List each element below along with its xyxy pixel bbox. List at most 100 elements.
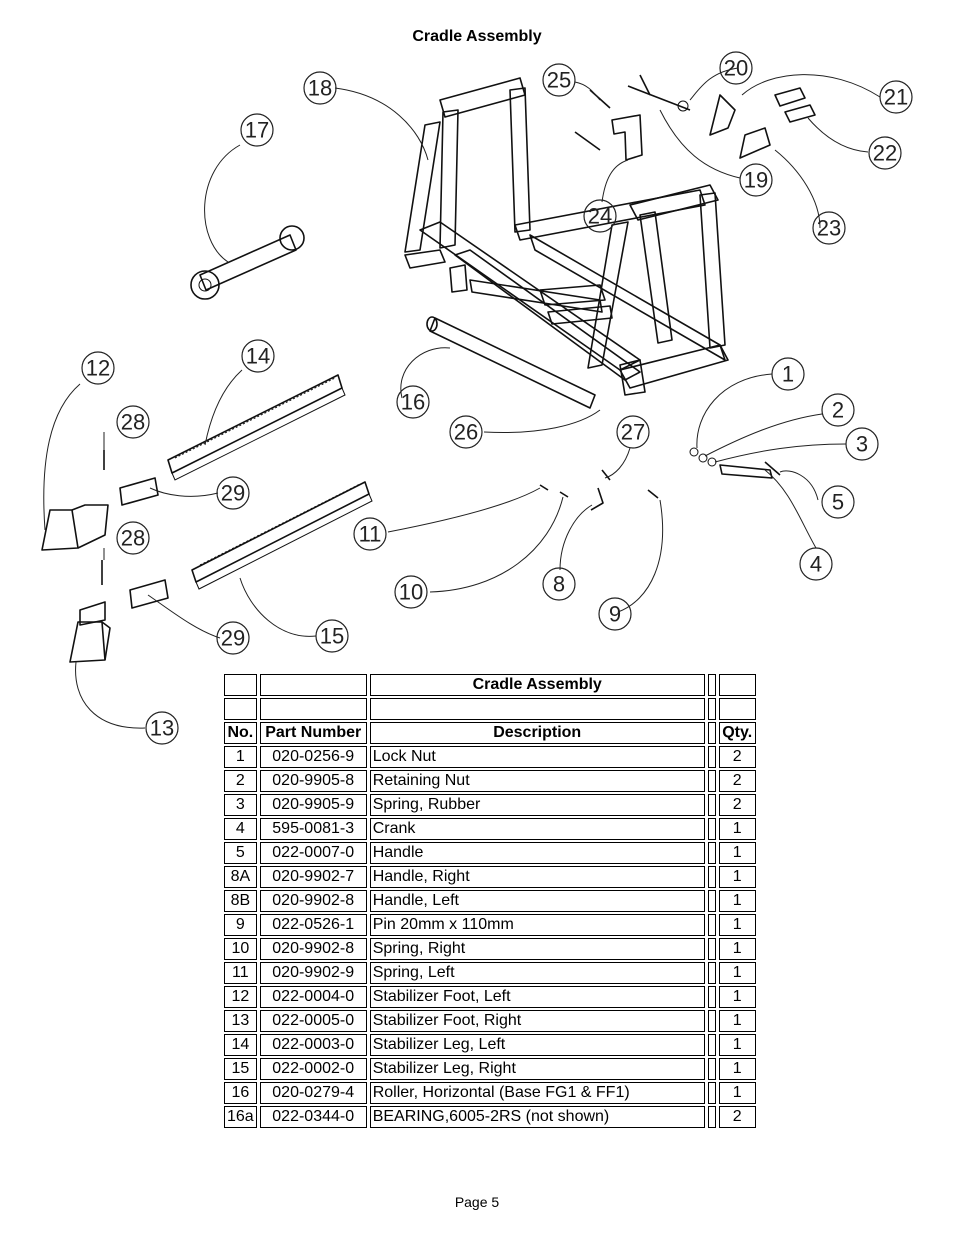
callout-15: 15 — [315, 619, 349, 653]
cell-qty: 1 — [718, 1082, 756, 1104]
leader-lines — [43, 67, 881, 729]
cell-gap — [707, 890, 716, 912]
svg-text:29: 29 — [221, 626, 245, 651]
svg-text:27: 27 — [621, 420, 645, 445]
stabilizer-feet — [41, 504, 111, 663]
cell-description: Lock Nut — [369, 746, 705, 768]
callout-4: 4 — [799, 547, 833, 581]
cell-description: Stabilizer Foot, Right — [369, 1010, 705, 1032]
cell-description: BEARING,6005-2RS (not shown) — [369, 1106, 705, 1128]
cell-description: Spring, Right — [369, 938, 705, 960]
svg-text:28: 28 — [121, 410, 145, 435]
column-header-qty: Qty. — [718, 722, 756, 744]
svg-text:2: 2 — [832, 398, 844, 423]
cell-qty: 1 — [718, 818, 756, 840]
cell-description: Handle — [369, 842, 705, 864]
svg-text:3: 3 — [856, 432, 868, 457]
svg-text:4: 4 — [810, 552, 822, 577]
callout-8: 8 — [542, 567, 576, 601]
callout-29-upper: 29 — [216, 476, 250, 510]
top-right-hardware — [574, 74, 816, 161]
cell-gap — [707, 914, 716, 936]
foot-brackets — [101, 450, 169, 609]
cell-description: Retaining Nut — [369, 770, 705, 792]
callout-28-upper: 28 — [116, 405, 150, 439]
cell-no: 1 — [224, 746, 257, 768]
cell-no: 5 — [224, 842, 257, 864]
cradle-frame — [404, 77, 729, 396]
cell-gap — [707, 794, 716, 816]
svg-text:23: 23 — [817, 216, 841, 241]
callout-9: 9 — [598, 597, 632, 631]
cell-no: 3 — [224, 794, 257, 816]
callout-12: 12 — [81, 351, 115, 385]
cell-qty: 2 — [718, 794, 756, 816]
cell-gap — [707, 818, 716, 840]
svg-text:17: 17 — [245, 118, 269, 143]
cell-part-number: 020-0256-9 — [259, 746, 367, 768]
callout-22: 22 — [868, 136, 902, 170]
cell-no: 13 — [224, 1010, 257, 1032]
cell-part-number: 022-0526-1 — [259, 914, 367, 936]
cell-qty: 2 — [718, 1106, 756, 1128]
cell-description: Roller, Horizontal (Base FG1 & FF1) — [369, 1082, 705, 1104]
cell-description: Handle, Left — [369, 890, 705, 912]
cell-description: Stabilizer Leg, Right — [369, 1058, 705, 1080]
cell-part-number: 022-0344-0 — [259, 1106, 367, 1128]
cell-part-number: 022-0002-0 — [259, 1058, 367, 1080]
cell-qty: 1 — [718, 890, 756, 912]
callout-14: 14 — [241, 339, 275, 373]
cell-no: 16a — [224, 1106, 257, 1128]
cell-qty: 1 — [718, 842, 756, 864]
svg-text:22: 22 — [873, 141, 897, 166]
cell-description: Stabilizer Leg, Left — [369, 1034, 705, 1056]
cell-no: 16 — [224, 1082, 257, 1104]
cell-qty: 1 — [718, 1058, 756, 1080]
cell-gap — [707, 1058, 716, 1080]
svg-text:10: 10 — [399, 580, 423, 605]
page-number: Page 5 — [454, 1194, 500, 1210]
table-blank-row — [224, 698, 756, 720]
cell-part-number: 595-0081-3 — [259, 818, 367, 840]
callout-21: 21 — [879, 80, 913, 114]
svg-text:20: 20 — [724, 56, 748, 81]
svg-text:28: 28 — [121, 526, 145, 551]
svg-text:18: 18 — [308, 76, 332, 101]
stabilizer-leg-left-part — [167, 374, 346, 481]
cell-gap — [707, 746, 716, 768]
column-header-description: Description — [369, 722, 705, 744]
svg-text:14: 14 — [246, 344, 270, 369]
callout-26: 26 — [449, 415, 483, 449]
cell-gap — [707, 986, 716, 1008]
svg-text:5: 5 — [832, 490, 844, 515]
cell-no: 10 — [224, 938, 257, 960]
column-header-part-number: Part Number — [259, 722, 367, 744]
cell-gap — [707, 1010, 716, 1032]
svg-text:16: 16 — [401, 390, 425, 415]
cell-part-number: 020-9905-8 — [259, 770, 367, 792]
cell-no: 9 — [224, 914, 257, 936]
callout-5: 5 — [821, 485, 855, 519]
cell-part-number: 020-9905-9 — [259, 794, 367, 816]
svg-text:21: 21 — [884, 85, 908, 110]
cell-part-number: 020-9902-7 — [259, 866, 367, 888]
callout-11: 11 — [353, 517, 387, 551]
callout-23: 23 — [812, 211, 846, 245]
cell-no: 4 — [224, 818, 257, 840]
cell-description: Crank — [369, 818, 705, 840]
callout-10: 10 — [394, 575, 428, 609]
parts-table: Cradle Assembly No. Part Number Descript… — [221, 672, 759, 1130]
svg-text:9: 9 — [609, 602, 621, 627]
cell-no: 8B — [224, 890, 257, 912]
svg-text:25: 25 — [547, 68, 571, 93]
cell-gap — [707, 1082, 716, 1104]
cell-part-number: 022-0004-0 — [259, 986, 367, 1008]
